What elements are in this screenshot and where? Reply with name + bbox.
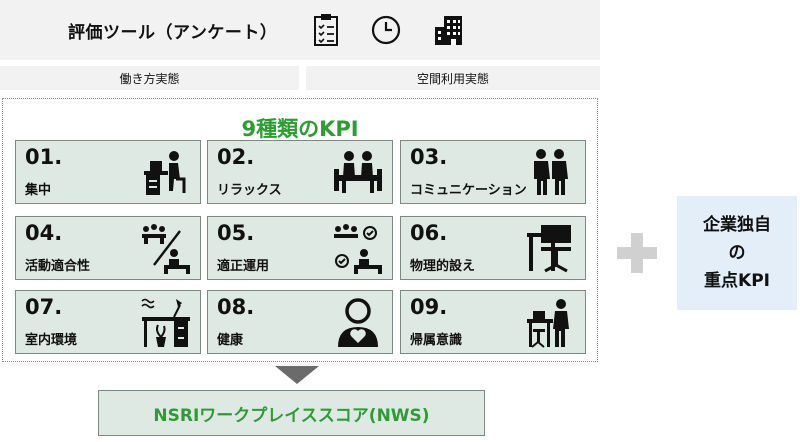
kpi-tile-concentration: 01. 集中 bbox=[15, 140, 201, 204]
kpi-tile-communication: 03. コミュニケーション bbox=[400, 140, 586, 204]
person-standing-desk-icon bbox=[527, 299, 569, 348]
person-at-desk-icon bbox=[144, 151, 186, 195]
kpi-tile-proper-operation: 05. 適正運用 bbox=[207, 216, 393, 280]
company-specific-kpi-box: 企業独自 の 重点KPI bbox=[677, 196, 797, 310]
kpi-label: 物理的設え bbox=[410, 259, 476, 274]
meeting-vs-desk-icon bbox=[142, 224, 190, 274]
side-box-line2: の bbox=[728, 243, 746, 263]
person-heart-icon bbox=[338, 298, 378, 347]
kpi-label: 活動適合性 bbox=[25, 259, 91, 274]
kpi-number: 04. bbox=[25, 221, 63, 245]
meeting-check-icon bbox=[334, 224, 382, 274]
side-box-line1: 企業独自 bbox=[703, 215, 771, 235]
clipboard-icon bbox=[314, 14, 338, 46]
kpi-title: 9種類のKPI bbox=[241, 117, 359, 141]
kpi-tile-indoor-environment: 07. 室内環境 bbox=[15, 290, 201, 354]
kpi-label: 帰属意識 bbox=[410, 333, 463, 348]
survey-tool-title: 評価ツール（アンケート） bbox=[68, 23, 278, 43]
kpi-number: 06. bbox=[410, 221, 448, 245]
kpi-number: 05. bbox=[217, 221, 255, 245]
work-status-label: 働き方実態 bbox=[0, 66, 299, 90]
clock-icon bbox=[371, 15, 401, 45]
building-icon bbox=[435, 16, 462, 45]
kpi-number: 02. bbox=[217, 145, 255, 169]
kpi-label: 集中 bbox=[25, 183, 52, 198]
kpi-label: 室内環境 bbox=[25, 333, 78, 348]
side-box-line3: 重点KPI bbox=[704, 271, 770, 291]
office-environment-icon bbox=[141, 298, 190, 347]
people-on-sofa-icon bbox=[334, 151, 382, 193]
space-usage-label: 空間利用実態 bbox=[306, 66, 600, 90]
kpi-number: 03. bbox=[410, 145, 448, 169]
kpi-label: リラックス bbox=[217, 183, 282, 198]
nws-score-box: NSRIワークプレイススコア(NWS) bbox=[98, 390, 485, 436]
kpi-frame bbox=[2, 98, 598, 362]
desk-chair-icon bbox=[527, 225, 571, 273]
survey-tool-header bbox=[0, 0, 600, 60]
kpi-tile-health: 08. 健康 bbox=[207, 290, 393, 354]
kpi-tile-physical-setup: 06. 物理的設え bbox=[400, 216, 586, 280]
kpi-number: 07. bbox=[25, 295, 63, 319]
nws-score-label: NSRIワークプレイススコア(NWS) bbox=[153, 405, 430, 426]
two-people-icon bbox=[534, 149, 568, 195]
kpi-tile-activity-fit: 04. 活動適合性 bbox=[15, 216, 201, 280]
kpi-number: 09. bbox=[410, 295, 448, 319]
kpi-tile-belonging: 09. 帰属意識 bbox=[400, 290, 586, 354]
kpi-label: 適正運用 bbox=[217, 259, 270, 274]
kpi-number: 08. bbox=[217, 295, 255, 319]
kpi-label: 健康 bbox=[217, 333, 244, 348]
kpi-tile-relax: 02. リラックス bbox=[207, 140, 393, 204]
plus-icon bbox=[617, 233, 657, 273]
down-arrow-icon bbox=[275, 366, 319, 384]
kpi-number: 01. bbox=[25, 145, 63, 169]
kpi-label: コミュニケーション bbox=[410, 183, 527, 198]
